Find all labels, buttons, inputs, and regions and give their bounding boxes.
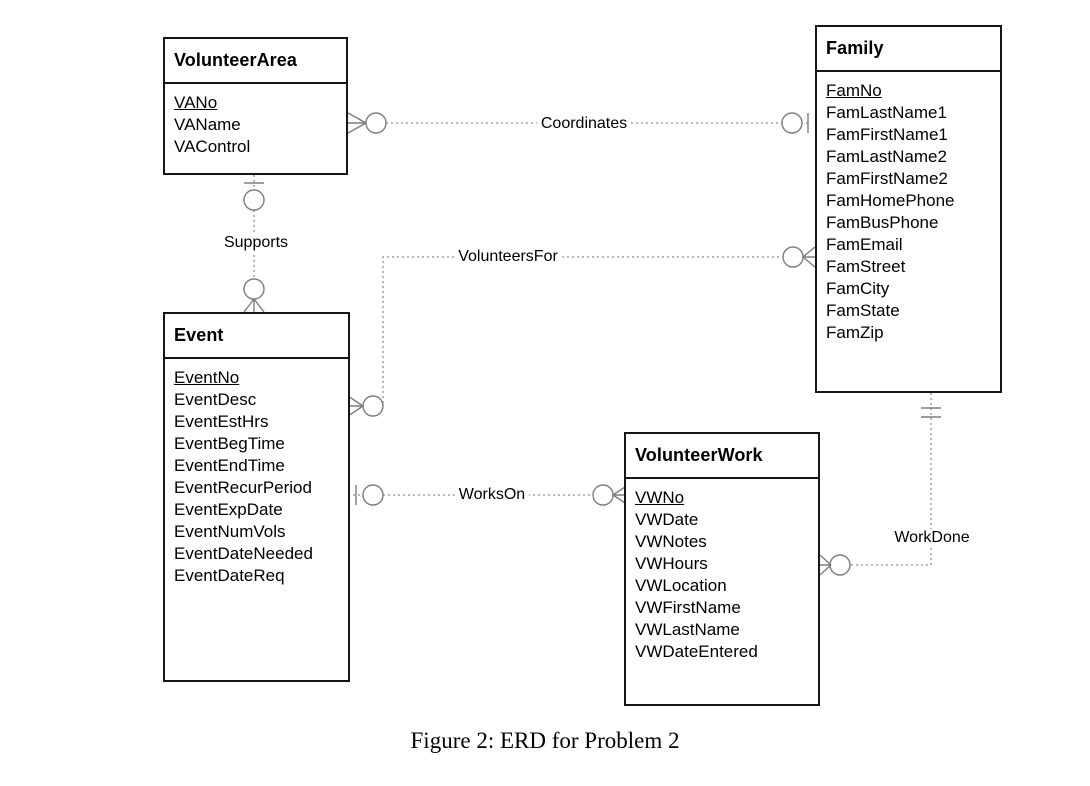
relationship-label-volunteers-for: VolunteersFor <box>454 248 562 266</box>
volunteers-for-line <box>382 256 804 406</box>
entity-attribute: FamCity <box>826 279 890 298</box>
entity-attribute: EventDateNeeded <box>174 544 313 563</box>
optional-circle-icon <box>243 189 265 211</box>
coordinates-end-symbols <box>347 112 809 134</box>
entity-attribute: FamStreet <box>826 257 906 276</box>
entity-attribute: FamZip <box>826 323 884 342</box>
entity-attribute: EventEndTime <box>174 456 285 475</box>
work-done-end-symbols <box>819 407 941 576</box>
entity-attribute: VWDate <box>635 510 699 529</box>
entity-attribute: EventDateReq <box>174 566 285 585</box>
optional-circle-icon <box>782 246 804 268</box>
entity-attribute: FamLastName1 <box>826 103 947 122</box>
entity-attribute: FamFirstName1 <box>826 125 948 144</box>
crow-foot-many-icon <box>347 395 364 417</box>
crow-foot-many-icon <box>819 554 832 576</box>
entity-attribute: VWNo <box>635 488 685 507</box>
works-on-end-symbols <box>355 484 629 506</box>
entity-title: VolunteerWork <box>626 434 818 479</box>
optional-circle-icon <box>362 484 384 506</box>
entity-attribute: FamState <box>826 301 900 320</box>
relationship-label-coordinates: Coordinates <box>536 115 632 133</box>
entity-attribute: FamNo <box>826 81 882 100</box>
entity-attribute: EventNumVols <box>174 522 286 541</box>
crow-foot-many-icon <box>802 246 816 268</box>
entity-attribute: VWLocation <box>635 576 727 595</box>
supports-end-symbols <box>243 182 265 313</box>
entity-title: Family <box>817 27 1000 72</box>
entity-attribute: VWLastName <box>635 620 740 639</box>
entity-attribute: EventDesc <box>174 390 257 409</box>
crow-foot-many-icon <box>347 112 367 134</box>
entity-attribute: EventNo <box>174 368 240 387</box>
entity-attribute: FamEmail <box>826 235 903 254</box>
entity-attribute: VWHours <box>635 554 708 573</box>
work-done-line <box>829 393 932 566</box>
relationship-label-works-on: WorksOn <box>454 486 530 504</box>
optional-circle-icon <box>362 395 384 417</box>
entity-attribute: FamLastName2 <box>826 147 947 166</box>
crow-foot-many-icon <box>243 298 265 313</box>
entity-attribute: VWDateEntered <box>635 642 758 661</box>
optional-circle-icon <box>243 278 265 300</box>
relationship-label-work-done: WorkDone <box>890 529 974 547</box>
relationship-label-supports: Supports <box>219 234 293 252</box>
entity-title: Event <box>165 314 348 359</box>
entity-title: VolunteerArea <box>165 39 346 84</box>
volunteers-for-end-symbols <box>347 246 816 417</box>
optional-circle-icon <box>365 112 387 134</box>
entity-attribute: EventBegTime <box>174 434 285 453</box>
optional-circle-icon <box>592 484 614 506</box>
entity-attribute: EventEstHrs <box>174 412 269 431</box>
entity-attribute: VAName <box>174 115 241 134</box>
entity-attribute: FamFirstName2 <box>826 169 948 188</box>
optional-circle-icon <box>829 554 851 576</box>
entity-attribute: VWNotes <box>635 532 707 551</box>
entity-attribute: EventExpDate <box>174 500 283 519</box>
entity-attribute: VWFirstName <box>635 598 741 617</box>
figure-caption: Figure 2: ERD for Problem 2 <box>410 728 680 753</box>
entity-attribute: VANo <box>174 93 218 112</box>
one-and-only-one-bars-icon <box>921 407 941 418</box>
entity-attribute: FamHomePhone <box>826 191 955 210</box>
entity-attribute: EventRecurPeriod <box>174 478 312 497</box>
entity-attribute: VAControl <box>174 137 251 156</box>
optional-circle-icon <box>781 112 803 134</box>
entity-attribute: FamBusPhone <box>826 213 939 232</box>
